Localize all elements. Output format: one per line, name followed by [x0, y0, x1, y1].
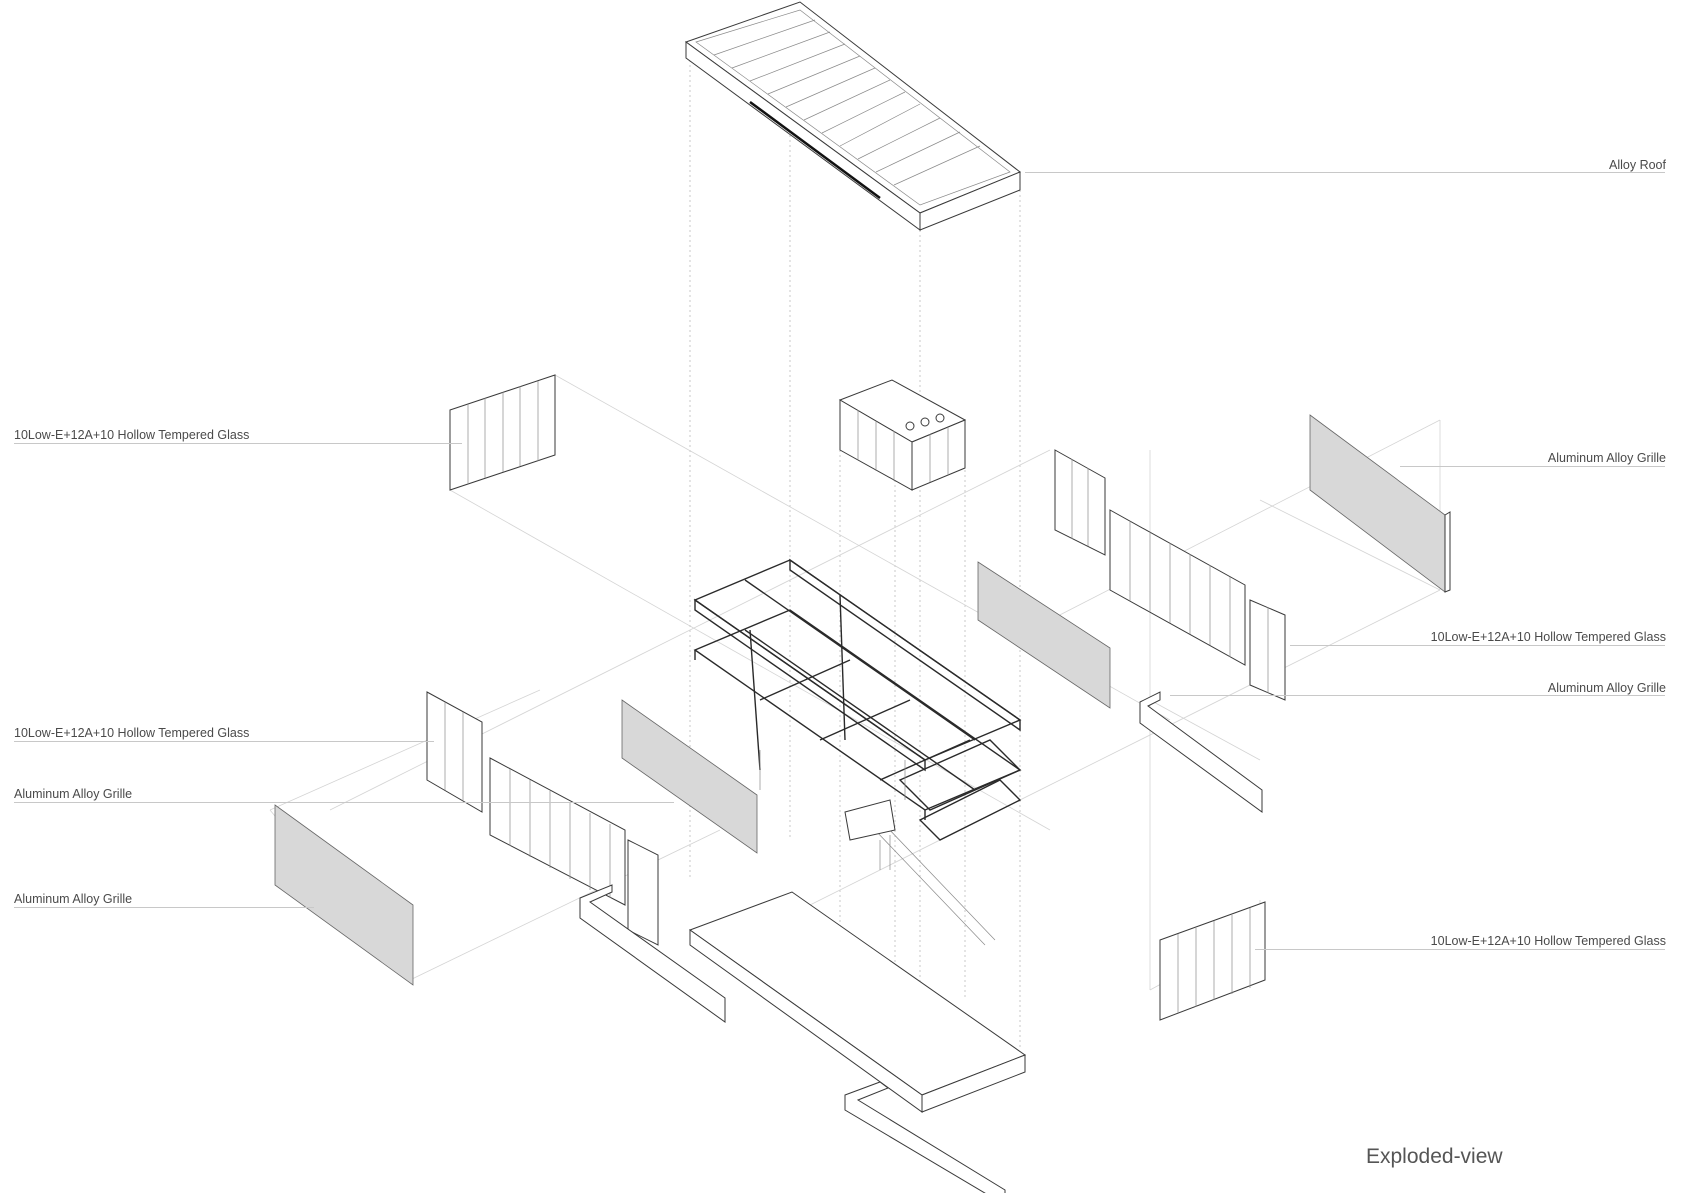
grille-low-left	[274, 804, 414, 986]
leader-grille-mid-right	[1170, 695, 1665, 696]
label-grille-top-right: Aluminum Alloy Grille	[1547, 451, 1666, 465]
leader-alloy-roof	[1025, 172, 1665, 173]
leader-grille-mid-left	[14, 802, 674, 803]
label-glass-mid-left: 10Low-E+12A+10 Hollow Tempered Glass	[14, 726, 250, 740]
leader-glass-low-right	[1255, 949, 1665, 950]
leader-grille-top-right	[1400, 466, 1665, 467]
label-glass-low-right: 10Low-E+12A+10 Hollow Tempered Glass	[1430, 934, 1666, 948]
label-grille-low-left: Aluminum Alloy Grille	[14, 892, 133, 906]
leader-grille-low-left	[14, 907, 314, 908]
glass-panel-right-upper	[1054, 449, 1286, 701]
leader-glass-top-left	[14, 443, 462, 444]
structural-frame	[693, 558, 1022, 946]
bench-right	[1139, 691, 1263, 813]
core-box-drawing	[838, 379, 967, 491]
grille-top-right	[1309, 414, 1451, 593]
label-glass-top-left: 10Low-E+12A+10 Hollow Tempered Glass	[14, 428, 250, 442]
label-grille-mid-left: Aluminum Alloy Grille	[14, 787, 133, 801]
grille-mid-right	[977, 561, 1111, 709]
base-slab	[688, 891, 1027, 1198]
glass-panel-top-left	[449, 374, 556, 491]
glass-panel-low-right	[1159, 901, 1266, 1021]
label-glass-mid-right: 10Low-E+12A+10 Hollow Tempered Glass	[1430, 630, 1666, 644]
label-alloy-roof: Alloy Roof	[1609, 158, 1666, 172]
alloy-roof-drawing	[684, 1, 1021, 231]
grille-mid-left	[621, 699, 758, 854]
leader-glass-mid-left	[14, 741, 434, 742]
leader-glass-mid-right	[1290, 645, 1665, 646]
label-grille-mid-right: Aluminum Alloy Grille	[1547, 681, 1666, 695]
bench-left	[579, 884, 726, 1023]
glass-panel-mid-left	[426, 691, 659, 946]
diagram-title: Exploded-view	[1366, 1145, 1503, 1168]
